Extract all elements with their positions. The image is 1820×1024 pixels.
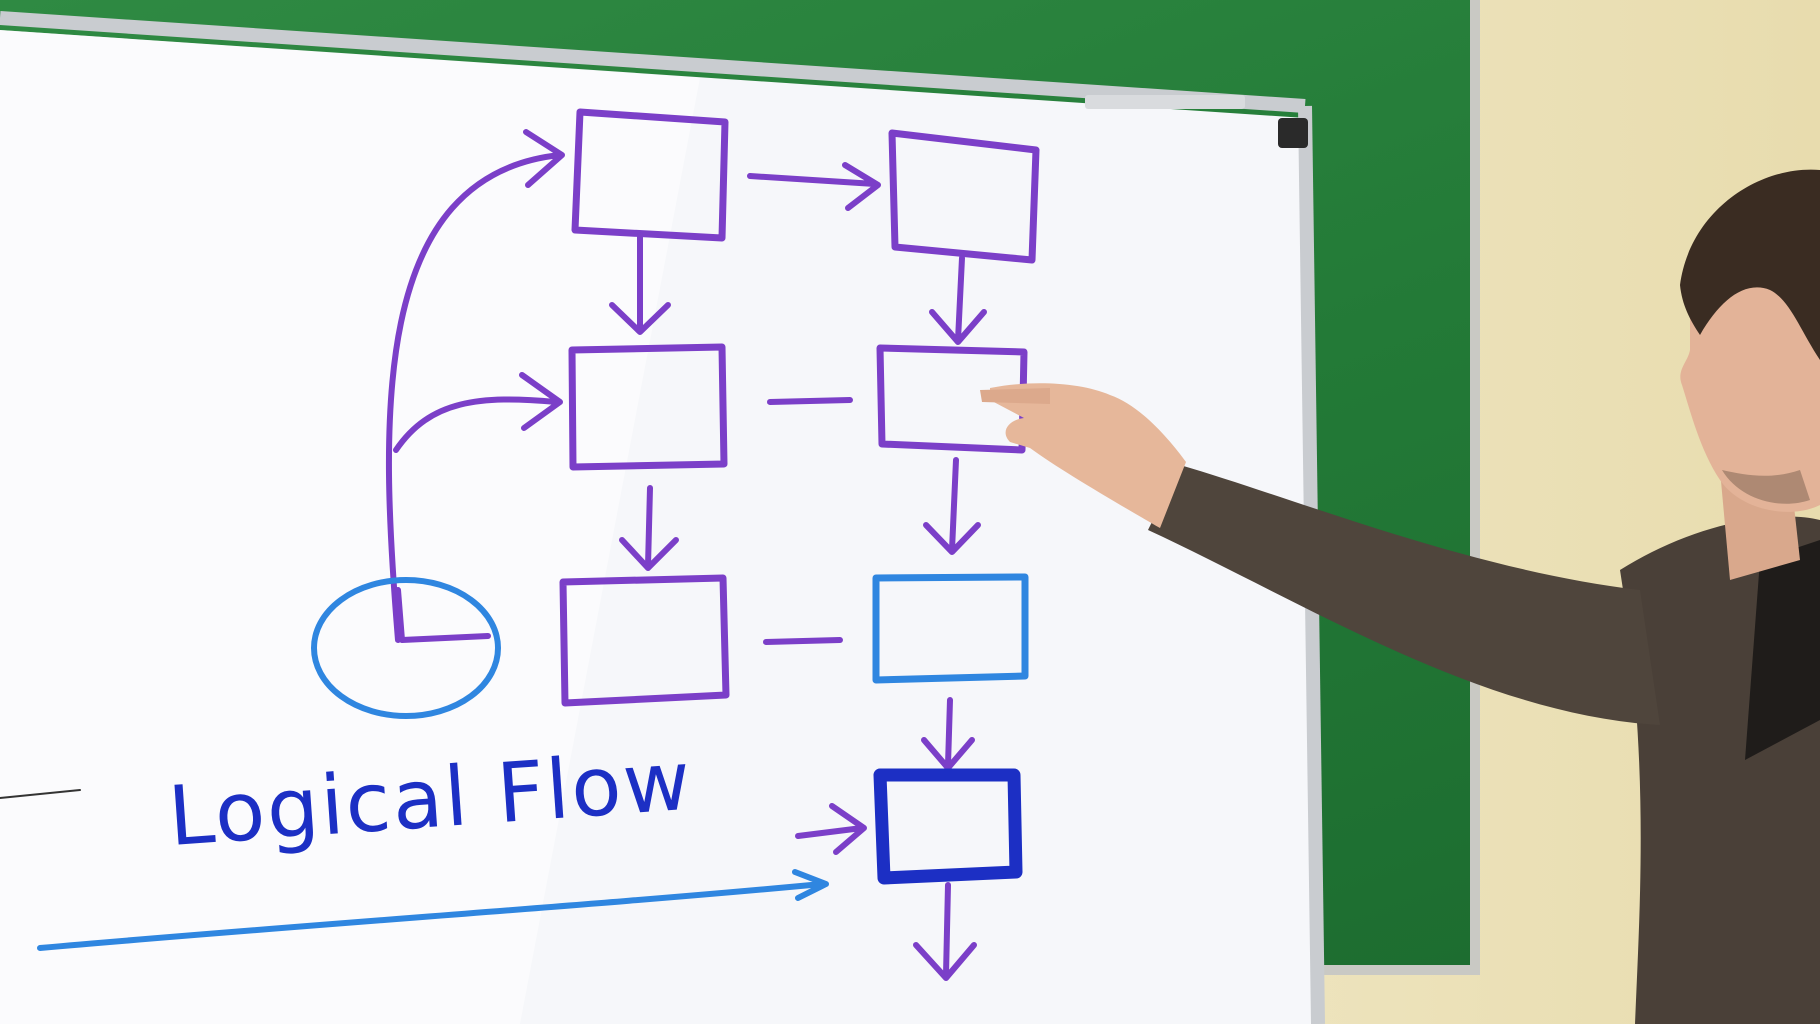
- person-pointing: [980, 169, 1820, 1024]
- whiteboard-frame-top: [0, 11, 1306, 113]
- arrow-down-c2-3: [921, 697, 975, 771]
- marker-tray: [1085, 95, 1245, 109]
- beard-shadow: [1722, 470, 1810, 504]
- loop-arrow-mid: [393, 372, 563, 453]
- frame-corner: [1278, 118, 1308, 148]
- hair: [1680, 169, 1820, 360]
- box-r2c1: [568, 343, 728, 471]
- start-circle: [311, 577, 501, 719]
- dash-r2: [767, 397, 853, 405]
- pointing-finger: [980, 388, 1050, 404]
- box-r3c1: [559, 574, 730, 707]
- arrow-down-c2-2: [923, 457, 981, 555]
- box-final-bold: [873, 768, 1023, 885]
- shirt-collar: [1745, 540, 1820, 760]
- box-r1c1: [571, 108, 729, 242]
- box-r1c2: [888, 129, 1040, 264]
- loop-arrow-top: [385, 129, 565, 643]
- hand: [990, 383, 1186, 528]
- box-r3c2-blue: [872, 573, 1029, 684]
- whiteboard-sheen: [0, 30, 700, 1024]
- arrow-down-c1-2: [619, 485, 679, 571]
- arrow-into-final: [795, 803, 867, 855]
- dash-r3: [763, 637, 843, 645]
- box-r2c2: [876, 344, 1028, 454]
- stray-mark: [0, 789, 81, 799]
- loop-foot: [395, 587, 491, 643]
- sweater-arm: [1148, 465, 1660, 725]
- long-arrow: [37, 869, 829, 951]
- arrow-r1-right: [747, 162, 881, 211]
- arrow-down-final: [913, 882, 977, 981]
- arrow-down-c1-1: [609, 232, 671, 335]
- arrow-down-c2-1: [929, 255, 987, 345]
- face: [1680, 260, 1820, 512]
